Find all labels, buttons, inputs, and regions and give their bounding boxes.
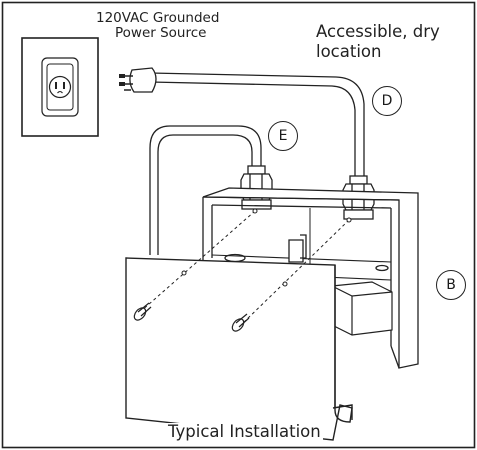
wall-outlet [21,37,99,137]
callout-d: D [372,86,402,116]
power-source-label: 120VAC Grounded Power Source [96,10,220,42]
location-line-2: location [316,41,382,61]
power-plug [119,67,157,93]
screw-right [231,313,250,332]
screw-left [133,302,152,321]
cable-fitting-left [240,165,273,210]
screw-alignment-lines [139,210,350,324]
power-source-line-2: Power Source [115,25,207,42]
callout-e: E [268,121,298,151]
conduit-cable [149,125,262,255]
power-cord [149,72,365,178]
location-line-1: Accessible, dry [316,22,440,41]
callout-b: B [436,270,466,300]
transformer [331,281,393,336]
enclosure-box [202,187,419,369]
location-label: Accessible, dry location [316,22,440,62]
diagram-caption: Typical Installation [166,422,323,442]
cover-plate [125,257,353,441]
screw-holes [181,208,352,287]
power-source-line-1: 120VAC Grounded [96,10,220,26]
